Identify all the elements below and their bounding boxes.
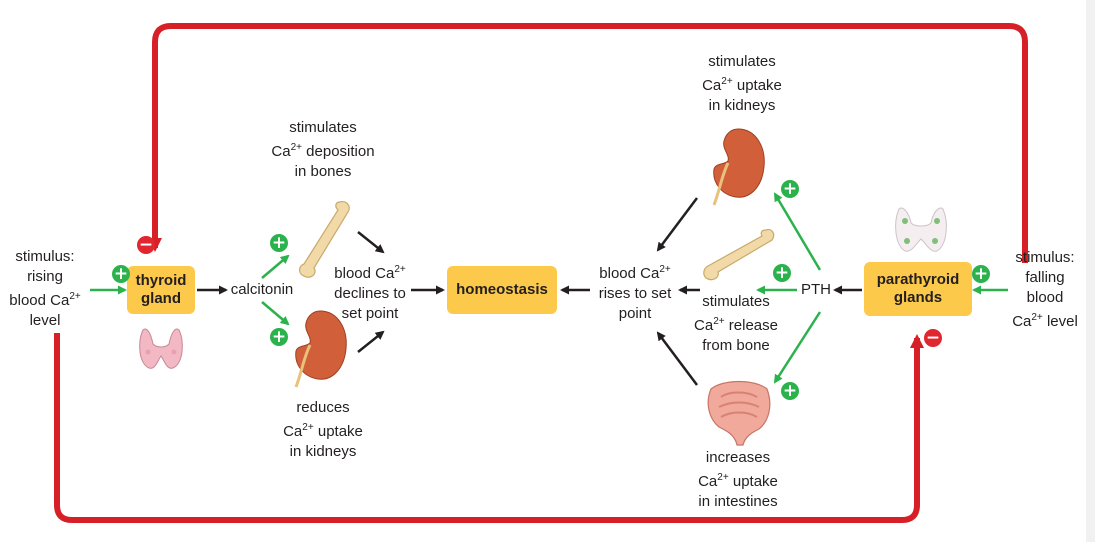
scrollbar-track <box>1086 0 1095 542</box>
feedback-loop-top <box>148 23 1028 263</box>
stimulates-kidney-uptake-label: stimulates Ca2+ uptake in kidneys <box>702 53 782 114</box>
thyroid-gland-icon <box>139 328 183 369</box>
calcitonin-label: calcitonin <box>230 281 294 298</box>
plus-sign-icon: + <box>773 263 791 283</box>
minus-sign-icon: − <box>137 235 155 255</box>
increases-uptake-label: increases Ca2+ uptake in intestines <box>698 449 778 510</box>
bone-icon <box>703 229 775 281</box>
thyroid-gland-box: thyroid gland <box>127 266 195 314</box>
arrow-kidney-to-declines <box>357 330 385 353</box>
arrow-intestine-to-rises <box>656 331 698 386</box>
arrow-calcitonin-to-bone <box>261 254 290 279</box>
kidney-icon <box>294 310 347 388</box>
blood-rises-label: blood Ca2+ rises to set point <box>598 264 672 322</box>
reduces-uptake-label: reduces Ca2+ uptake in kidneys <box>283 399 363 460</box>
arrow-kidney-to-rises <box>656 197 698 252</box>
stimulates-deposition-label: stimulates Ca2+ deposition in bones <box>271 119 375 180</box>
homeostasis-box: homeostasis <box>447 266 557 314</box>
arrow-pth-to-intestine <box>773 311 822 384</box>
plus-sign-icon: + <box>270 327 288 347</box>
arrow-bone-to-declines <box>357 231 385 254</box>
stimulus-rising-label: stimulus: rising blood Ca2+ level <box>9 248 81 329</box>
arrow-calcitonin-to-kidney <box>261 301 290 326</box>
stimulus-falling-label: stimulus: falling blood Ca2+ level <box>1012 249 1078 330</box>
feedback-loop-bottom <box>54 333 924 523</box>
plus-sign-icon: + <box>781 381 799 401</box>
plus-sign-icon: + <box>270 233 288 253</box>
bone-icon <box>298 201 350 278</box>
parathyroid-glands-icon <box>895 207 947 252</box>
stimulates-release-label: stimulates Ca2+ release from bone <box>694 293 778 354</box>
plus-sign-icon: + <box>972 264 990 284</box>
kidney-icon <box>712 128 765 206</box>
minus-sign-icon: − <box>924 328 942 348</box>
parathyroid-glands-box: parathyroid glands <box>864 262 972 316</box>
intestine-icon <box>707 380 771 446</box>
plus-sign-icon: + <box>781 179 799 199</box>
blood-declines-label: blood Ca2+ declines to set point <box>334 264 406 322</box>
arrow-pth-to-kidney <box>773 192 822 271</box>
plus-sign-icon: + <box>112 264 130 284</box>
pth-label: PTH <box>801 281 831 298</box>
